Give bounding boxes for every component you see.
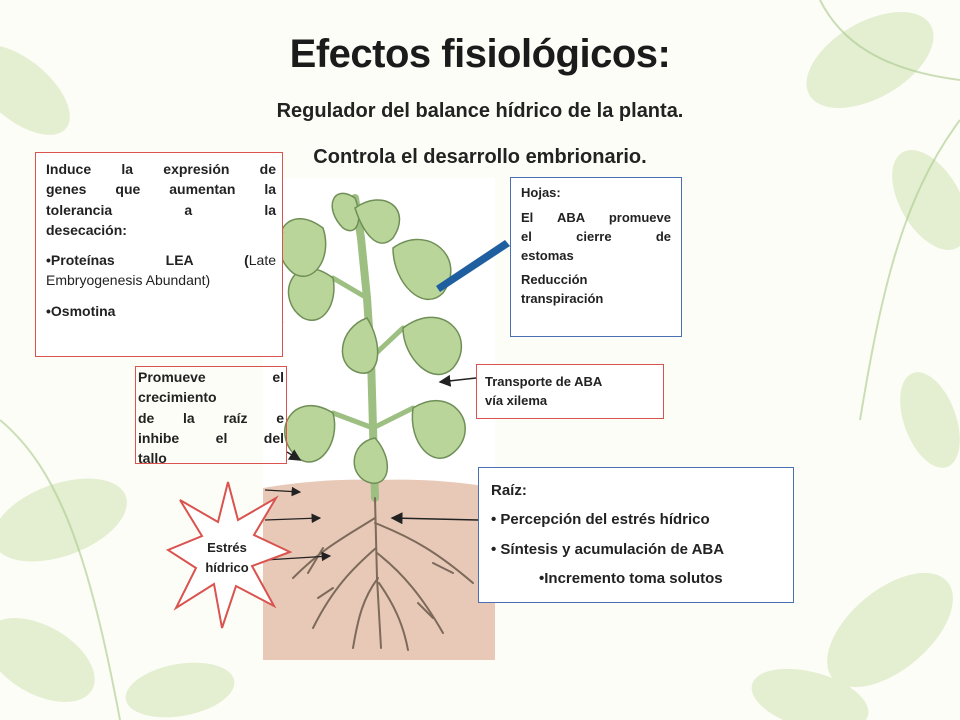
- raiz-heading: Raíz:: [491, 482, 527, 499]
- raiz-bullet-2: • Síntesis y acumulación de ABA: [491, 540, 725, 558]
- stress-label: Estrés hídrico: [176, 538, 278, 577]
- hojas-extra-2: transpiración: [521, 291, 604, 307]
- arrow-stomata-blue: [436, 240, 510, 292]
- box-root-growth: Promueve el crecimiento de la raíz e inh…: [135, 366, 287, 466]
- arrow-root: [390, 512, 479, 525]
- promueve-line-5: tallo: [138, 450, 167, 467]
- arrow-soil-2: [264, 513, 322, 524]
- subtitle-embryo-development: Controla el desarrollo embrionario.: [313, 146, 647, 168]
- promueve-line-2: crecimiento: [138, 389, 217, 406]
- induce-line-1: Induce la expresión de: [46, 161, 276, 177]
- promueve-line-4: inhibe el del: [138, 429, 284, 446]
- arrow-soil-3: [264, 551, 332, 562]
- subtitle-water-balance: Regulador del balance hídrico de la plan…: [276, 100, 684, 122]
- induce-line-4: desecación:: [46, 221, 127, 238]
- stress-label-line-2: hídrico: [205, 559, 249, 575]
- hojas-line-3: estomas: [521, 247, 574, 263]
- box-xylem-transport: Transporte de ABA vía xilema: [476, 364, 664, 419]
- stress-label-line-1: Estrés: [207, 540, 247, 555]
- bullet-osmotina: •Osmotina: [46, 302, 116, 319]
- hojas-heading: Hojas:: [521, 185, 561, 200]
- box-gene-expression: Induce la expresión de genes que aumenta…: [35, 152, 283, 357]
- arrow-xylem: [438, 374, 477, 387]
- bullet-lea-bold: •Proteínas LEA (: [46, 252, 249, 269]
- arrow-soil-1: [264, 486, 302, 497]
- transporte-line-2: vía xilema: [485, 392, 548, 408]
- raiz-bullet-1: • Percepción del estrés hídrico: [491, 511, 710, 529]
- plant-illustration: [263, 178, 495, 660]
- stress-starburst-icon: [166, 481, 292, 629]
- bullet-lea-expansion: Embryogenesis Abundant): [46, 272, 211, 289]
- bullet-lea-proteins: •Proteínas LEA (Late: [46, 250, 276, 270]
- arrow-to-stem: [286, 449, 302, 461]
- promueve-line-3: de la raíz e: [138, 409, 284, 426]
- box-leaves: Hojas: El ABA promueve el cierre de esto…: [510, 177, 682, 337]
- bullet-lea-late: Late: [248, 252, 276, 269]
- hojas-line-1: El ABA promueve: [521, 209, 671, 225]
- transporte-line-1: Transporte de ABA: [485, 374, 603, 389]
- box-root: Raíz: • Percepción del estrés hídrico • …: [478, 467, 794, 603]
- raiz-sub-bullet: •Incremento toma solutos: [539, 569, 723, 587]
- induce-line-3: tolerancia a la: [46, 201, 276, 218]
- slide-title: Efectos fisiológicos:: [289, 32, 671, 76]
- hojas-extra-1: Reducción: [521, 272, 588, 288]
- induce-line-2: genes que aumentan la: [46, 181, 276, 198]
- promueve-line-1: Promueve el: [138, 369, 284, 385]
- hojas-line-2: el cierre de: [521, 228, 671, 244]
